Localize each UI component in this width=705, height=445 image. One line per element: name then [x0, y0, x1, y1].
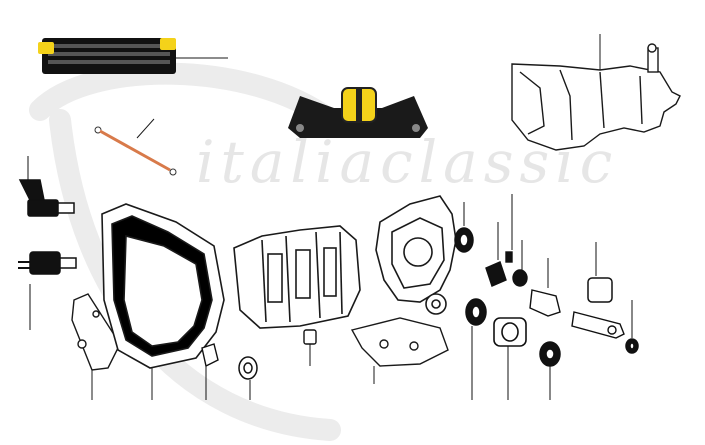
seal-icon[interactable]	[454, 202, 474, 253]
gearcase-icon[interactable]	[233, 225, 361, 329]
bellhousing-icon[interactable]	[101, 203, 225, 400]
filler-plug-icon[interactable]	[303, 329, 317, 366]
switch-icon[interactable]	[18, 156, 75, 217]
oil-cooler-icon[interactable]	[38, 38, 228, 74]
seal-icon[interactable]	[539, 341, 561, 400]
bracket-icon[interactable]	[350, 317, 449, 384]
washer-icon[interactable]	[625, 300, 639, 354]
bushing-icon[interactable]	[493, 317, 527, 400]
rear-housing-icon[interactable]	[375, 195, 457, 315]
rubber-mount-icon[interactable]	[288, 87, 428, 138]
drive-gear-icon[interactable]	[485, 194, 625, 339]
drain-plug-icon[interactable]	[201, 343, 219, 400]
switch-icon[interactable]	[18, 251, 77, 330]
seal-icon[interactable]	[465, 298, 487, 400]
plate-icon[interactable]	[71, 293, 121, 400]
gearbox-icon[interactable]	[511, 34, 681, 151]
copper-lead-icon[interactable]	[94, 118, 177, 176]
seal-icon[interactable]	[238, 356, 258, 400]
bushing-icon[interactable]	[587, 242, 613, 303]
